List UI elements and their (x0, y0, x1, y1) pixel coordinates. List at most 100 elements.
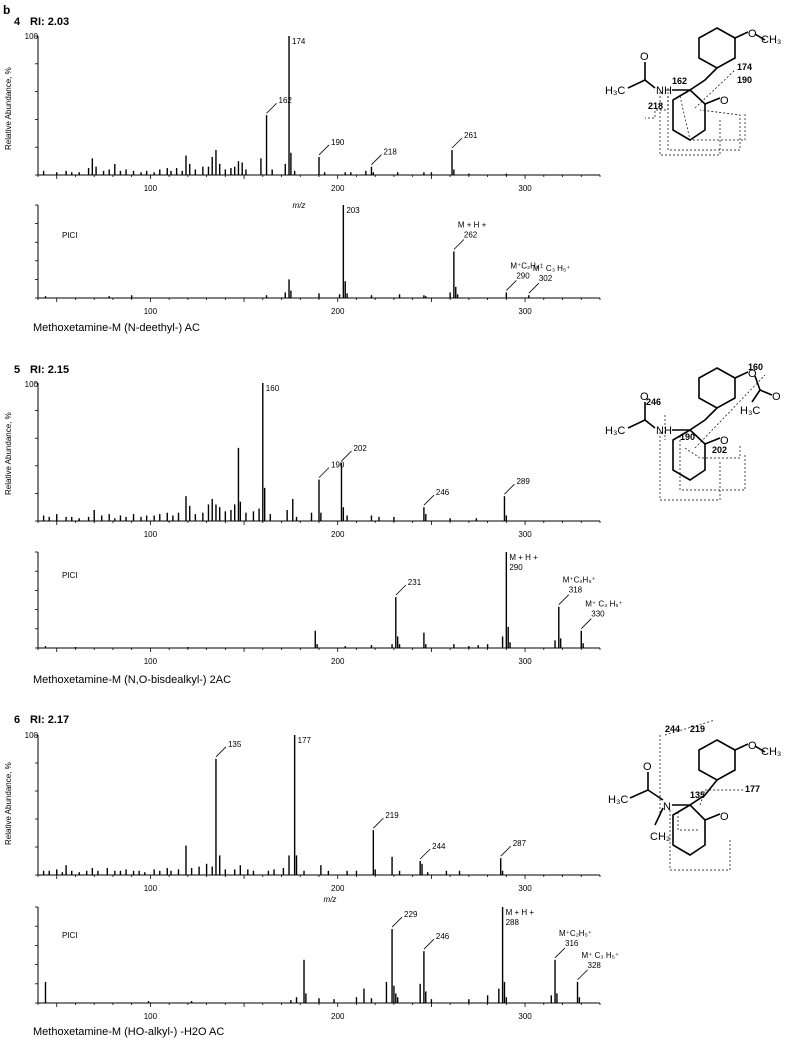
ketone-oxygen: O (720, 811, 729, 823)
h3c-acetyl-group: H₃C (740, 405, 760, 417)
peak-leader (419, 848, 431, 860)
ei-spectrum-4: 4 RI: 2.03 100 Relative Abundance, % m/z… (4, 16, 601, 210)
ei-spectrum-6: 6 RI: 2.17 100 Relative Abundance, % m/z… (4, 714, 601, 904)
methoxy-o: O (748, 28, 757, 40)
peak-label: 262 (464, 231, 478, 240)
n-atom: N (663, 801, 671, 813)
peak-leader (266, 102, 277, 114)
spectrum-caption: Methoxetamine-M (N-deethyl-) AC (33, 322, 200, 334)
x-tick-label: 200 (331, 657, 345, 666)
amide-bond (644, 419, 656, 429)
acetyl-bond (754, 375, 761, 391)
nh-group: NH (656, 85, 672, 97)
peak-leader (506, 280, 517, 291)
x-axis-label: m/z (293, 201, 306, 210)
peak-leader (423, 494, 435, 506)
methyl-group: CH₃ (761, 34, 781, 46)
x-tick-label: 100 (144, 530, 158, 539)
pici-label: PICI (62, 571, 78, 580)
peak-leader (580, 618, 592, 630)
benzene-ring (698, 367, 736, 409)
peak-label: M⁺ C₃ H₅⁺ (533, 264, 571, 273)
peak-leader (504, 483, 515, 495)
peak-label: M⁺C₂H₅⁺ (510, 261, 543, 270)
fragment-label: 190 (680, 432, 695, 442)
fragmentation-lines (645, 69, 746, 156)
peak-leader (318, 144, 330, 156)
acetyl-carbonyl-bond (759, 389, 773, 396)
x-axis-label: m/z (324, 895, 337, 904)
aryl-oxygen: O (748, 368, 757, 380)
retention-index: RI: 2.03 (30, 16, 69, 28)
peak-label: M⁺C₂H₅⁺ (563, 576, 596, 585)
peak-label: 328 (588, 961, 602, 970)
y-axis-label: Relative Abundance, % (4, 762, 13, 845)
peak-label: 190 (331, 138, 345, 147)
fragment-label: 246 (646, 397, 661, 407)
amide-bond (647, 789, 664, 801)
methyl-bond (754, 745, 766, 753)
peak-label: 229 (404, 910, 418, 919)
peak-label: 318 (569, 586, 583, 595)
x-tick-label: 300 (518, 1012, 532, 1021)
peak-leader (577, 969, 588, 981)
x-tick-label: 300 (518, 184, 532, 193)
retention-index: RI: 2.15 (30, 364, 69, 376)
acetyl-methyl-bond (627, 79, 646, 89)
fragment-label: 202 (712, 445, 727, 455)
fragment-label: 135 (690, 790, 705, 800)
peak-leader (215, 746, 227, 758)
x-tick-label: 100 (144, 307, 158, 316)
carbonyl-bond (704, 97, 721, 105)
peak-label: 231 (408, 578, 422, 587)
pici-spectrum-5: PICI Methoxetamine-M (N,O-bisdealkyl-) 2… (33, 551, 623, 686)
cyclohexanone-ring (672, 407, 718, 481)
peak-label: 330 (591, 610, 605, 619)
ch2-group: CH₂ (650, 831, 670, 843)
structure-4: O CH₃ O NH H₃C O 162 174 190 218 (605, 27, 781, 156)
x-tick-label: 300 (518, 884, 532, 893)
peak-label: 288 (506, 918, 520, 927)
y-axis-label: Relative Abundance, % (4, 67, 13, 150)
y-axis-label: Relative Abundance, % (4, 412, 13, 495)
peak-label: M⁺ C₃ H₅⁺ (582, 951, 620, 960)
methoxy-bond (734, 31, 749, 39)
x-tick-label: 200 (331, 307, 345, 316)
peak-label: 290 (516, 271, 530, 280)
benzene-ring (698, 739, 736, 781)
peak-label: 261 (464, 131, 478, 140)
peak-label: M + H + (458, 221, 487, 230)
h3c-group: H₃C (608, 794, 628, 806)
x-tick-label: 100 (144, 884, 158, 893)
methyl-bond (754, 33, 766, 41)
acetyl-methyl-bond (629, 789, 649, 799)
fragmentation-lines (659, 374, 766, 501)
peak-label: 177 (298, 736, 312, 745)
compound-number: 5 (14, 364, 20, 376)
peak-label: 203 (346, 206, 360, 215)
benzene-ring (698, 27, 736, 69)
peak-label: 174 (292, 37, 306, 46)
y-max-label: 100 (25, 380, 39, 389)
peak-label: 302 (539, 274, 553, 283)
peak-label: 135 (228, 740, 242, 749)
structure-5: O O H₃C NH H₃C O O 160 246 190 202 (605, 362, 781, 501)
peak-label: 316 (565, 939, 579, 948)
fragment-label: 218 (648, 101, 663, 111)
peak-leader (528, 282, 540, 294)
ketone-oxygen: O (720, 95, 729, 107)
peak-leader (371, 154, 382, 165)
peak-leader (423, 938, 435, 950)
peak-leader (391, 916, 403, 928)
x-tick-label: 300 (518, 657, 532, 666)
methoxy-o: O (748, 740, 757, 752)
peak-leader (453, 239, 465, 250)
x-tick-label: 300 (518, 530, 532, 539)
amide-oxygen: O (640, 391, 649, 403)
ei-spectrum-5: 5 RI: 2.15 100 Relative Abundance, % 100… (4, 364, 601, 539)
structure-6: O CH₃ O N H₃C CH₂ O 244 219 135 177 (608, 719, 781, 871)
amide-bond (644, 79, 656, 89)
y-max-label: 100 (25, 731, 39, 740)
nh-group: NH (656, 425, 672, 437)
